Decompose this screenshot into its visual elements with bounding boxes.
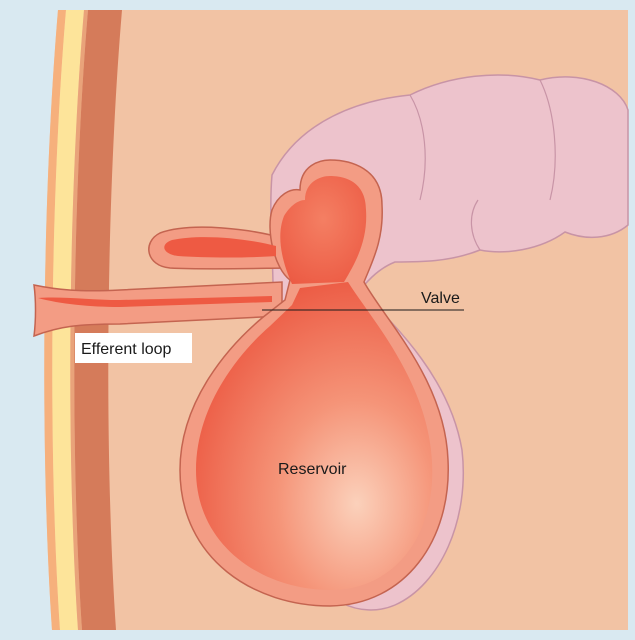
efferent-loop-label: Efferent loop — [81, 341, 172, 358]
reservoir-label: Reservoir — [278, 461, 347, 478]
valve-label: Valve — [421, 290, 460, 307]
